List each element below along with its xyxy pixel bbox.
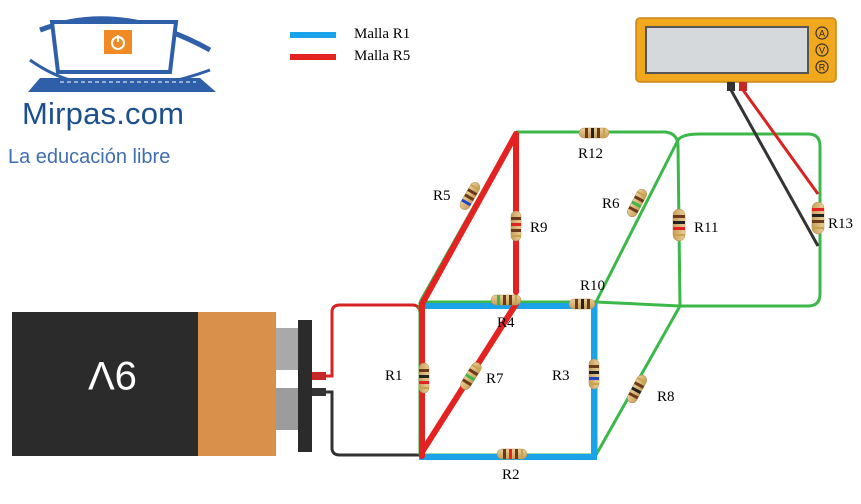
resistor-r12[interactable] xyxy=(578,127,610,139)
battery-wire-positive xyxy=(326,303,422,378)
label-r5: R5 xyxy=(433,188,451,204)
resistor-r4[interactable] xyxy=(490,294,522,306)
logo-tagline: La educación libre xyxy=(8,146,171,168)
label-r12: R12 xyxy=(578,146,604,162)
label-r6: R6 xyxy=(602,196,620,212)
battery-label: 9V xyxy=(88,353,137,397)
label-r8: R8 xyxy=(657,389,675,405)
resistor-r5[interactable] xyxy=(458,181,482,212)
legend-label-r5: Malla R5 xyxy=(354,48,411,64)
label-r7: R7 xyxy=(486,371,504,387)
resistor-r11[interactable] xyxy=(672,208,686,242)
probe-red xyxy=(741,89,820,195)
resistor-r8[interactable] xyxy=(626,373,649,404)
multimeter[interactable] xyxy=(635,17,837,91)
logo-name: Mirpas.com xyxy=(22,96,185,131)
resistor-r9[interactable] xyxy=(510,210,522,242)
resistor-r13[interactable] xyxy=(811,201,825,235)
multimeter-button-v[interactable]: V xyxy=(819,46,825,56)
label-r2: R2 xyxy=(502,467,520,483)
label-r9: R9 xyxy=(530,220,548,236)
probe-black xyxy=(729,89,820,247)
resistor-r10[interactable] xyxy=(568,298,596,310)
label-r11: R11 xyxy=(694,220,719,236)
resistor-r7[interactable] xyxy=(459,361,483,392)
battery[interactable] xyxy=(12,312,326,456)
label-r4: R4 xyxy=(497,315,515,331)
resistor-r6[interactable] xyxy=(626,187,649,218)
battery-wire-negative xyxy=(326,390,420,457)
resistor-r2[interactable] xyxy=(496,448,528,460)
circuit-wires xyxy=(418,130,822,457)
monitor-power-icon xyxy=(28,16,216,92)
legend-label-r1: Malla R1 xyxy=(354,26,411,42)
label-r3: R3 xyxy=(552,368,570,384)
label-r10: R10 xyxy=(580,278,606,294)
multimeter-button-a[interactable]: A xyxy=(819,29,825,39)
label-r13: R13 xyxy=(828,216,854,232)
multimeter-button-r[interactable]: R xyxy=(819,63,826,73)
resistor-r1[interactable] xyxy=(418,362,430,394)
label-r1: R1 xyxy=(385,368,403,384)
resistor-r3[interactable] xyxy=(588,358,600,390)
